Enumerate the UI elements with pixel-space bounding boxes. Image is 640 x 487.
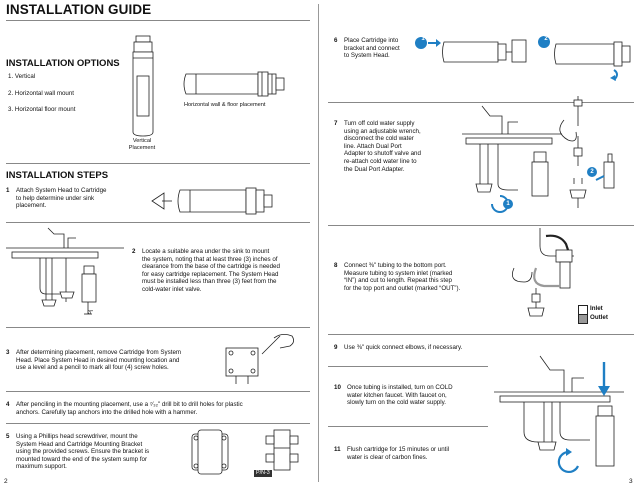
step-2-number: 2 xyxy=(132,248,136,255)
step-9-rule xyxy=(328,366,488,367)
step-4-number: 4 xyxy=(6,401,10,408)
step-9-text: Use ⅜" quick connect elbows, if necessar… xyxy=(344,344,463,351)
options-heading: INSTALLATION OPTIONS xyxy=(6,58,120,69)
step-10-number: 10 xyxy=(334,384,341,391)
title-rule xyxy=(6,20,310,21)
horizontal-caption: Horizontal wall & floor placement xyxy=(184,102,266,108)
step-4-rule xyxy=(6,423,310,424)
step-1-number: 1 xyxy=(6,187,10,194)
step-5-number: 5 xyxy=(6,433,10,440)
page-divider xyxy=(318,4,319,482)
vertical-caption: Vertical Placement xyxy=(128,138,156,151)
step-3-text: After determining placement, remove Cart… xyxy=(16,349,182,372)
step-1-illustration xyxy=(151,187,273,215)
steps-heading: INSTALLATION STEPS xyxy=(6,170,109,181)
step-8-rule xyxy=(328,334,634,335)
clearance-label: 3" xyxy=(88,310,94,316)
step-6-number: 6 xyxy=(334,37,338,44)
step-7-rule xyxy=(328,225,634,226)
step-6-text: Place Cartridge into bracket and connect… xyxy=(344,37,400,60)
callout-2-step7: 2 xyxy=(590,169,594,175)
step-5-bracket-illustration xyxy=(191,429,229,475)
step-7-number: 7 xyxy=(334,120,338,127)
step-1-rule xyxy=(6,222,310,223)
step-2-sink-illustration xyxy=(6,227,124,315)
step-8-text: Connect ⅜" tubing to the bottom port. Me… xyxy=(344,262,461,292)
option-vertical: 1. Vertical xyxy=(8,73,36,80)
step-2-rule xyxy=(6,327,310,328)
step-9-number: 9 xyxy=(334,344,338,351)
page-title: INSTALLATION GUIDE xyxy=(6,2,152,17)
step-5-head-illustration xyxy=(265,429,299,471)
callout-2-step6: 2 xyxy=(544,36,548,42)
step-11-text: Flush cartridge for 15 minutes or until … xyxy=(347,446,450,461)
step-10-text: Once tubing is installed, turn on COLD w… xyxy=(347,384,453,407)
step-5-text: Using a Phillips head screwdriver, mount… xyxy=(16,433,150,471)
step-3-rule xyxy=(6,391,310,392)
step-7-illustration xyxy=(462,96,615,213)
step-11-number: 11 xyxy=(334,446,341,453)
step-2-text: Locate a suitable area under the sink to… xyxy=(142,248,280,293)
step-10-rule xyxy=(328,426,488,427)
pn-label: P/N-3 xyxy=(254,470,272,477)
step-8-number: 8 xyxy=(334,262,338,269)
step-6-illustration xyxy=(415,36,631,81)
callout-1-step7: 1 xyxy=(506,201,510,207)
final-faucet-illustration xyxy=(494,355,624,473)
page-number-left: 2 xyxy=(4,478,8,485)
step-3-illustration xyxy=(225,334,294,384)
step-1-text: Attach System Head to Cartridge to help … xyxy=(16,187,107,210)
legend-outlet-label: Outlet xyxy=(590,314,608,321)
page-number-right: 3 xyxy=(629,478,633,485)
step-3-number: 3 xyxy=(6,349,10,356)
section-rule xyxy=(6,163,310,164)
option-horizontal-floor: 3. Horizontal floor mount xyxy=(8,106,76,113)
step-8-illustration xyxy=(511,228,574,317)
legend-inlet-label: Inlet xyxy=(590,305,603,312)
callout-1-step6: 1 xyxy=(421,36,425,42)
horizontal-cartridge-illustration xyxy=(183,71,285,97)
step-7-text: Turn off cold water supply using an adju… xyxy=(344,120,421,173)
option-horizontal-wall: 2. Horizontal wall mount xyxy=(8,90,75,97)
step-4-text: After penciling in the mounting placemen… xyxy=(16,401,243,416)
step-6-rule xyxy=(328,102,634,103)
legend-outlet-swatch xyxy=(578,314,588,324)
vertical-cartridge-illustration xyxy=(132,35,154,137)
